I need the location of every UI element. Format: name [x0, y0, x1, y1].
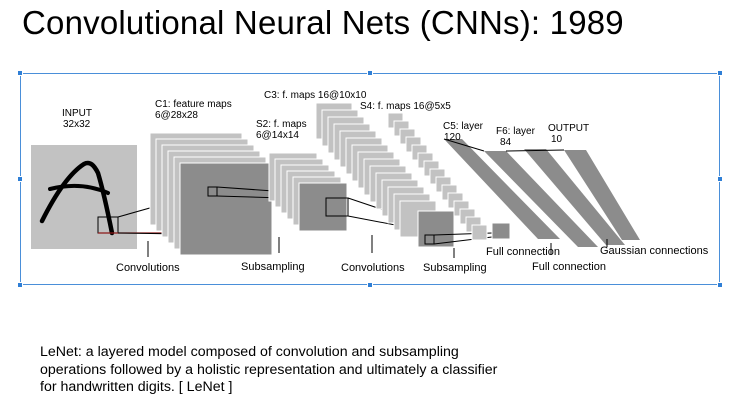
f6-layer-band-2: [524, 149, 625, 245]
output-layer-size: 10: [551, 134, 563, 145]
s2-receptive-field: [325, 197, 349, 217]
input-layer-name: INPUT: [62, 108, 92, 119]
s2-layer-name: S2: f. maps: [256, 119, 307, 130]
c3-receptive-field: [424, 234, 435, 245]
f6-layer-size: 84: [500, 137, 512, 148]
lenet-architecture-diagram: INPUT 32x32 C1: feature maps 6@28x28 S2:…: [31, 90, 709, 274]
resize-handle-bottom-left[interactable]: [17, 282, 23, 288]
c5-layer-band: [444, 139, 560, 239]
selection-border: [20, 73, 720, 285]
op-gaussian-connections: Gaussian connections: [600, 245, 709, 257]
resize-handle-middle-left[interactable]: [17, 176, 23, 182]
op-subsampling-1: Subsampling: [241, 261, 305, 273]
input-layer-size: 32x32: [63, 119, 91, 130]
c1-layer-name: C1: feature maps: [155, 99, 232, 110]
resize-handle-middle-right[interactable]: [717, 176, 723, 182]
slide-caption: LeNet: a layered model composed of convo…: [40, 344, 498, 395]
s2-feature-maps: [268, 152, 348, 232]
op-subsampling-2: Subsampling: [423, 262, 487, 274]
resize-handle-top-right[interactable]: [717, 70, 723, 76]
resize-handle-bottom-right[interactable]: [717, 282, 723, 288]
op-full-connection-1: Full connection: [486, 246, 560, 258]
op-full-connection-2: Full connection: [532, 261, 606, 273]
resize-handle-top-center[interactable]: [367, 70, 373, 76]
s4-layer-name: S4: f. maps 16@5x5: [360, 101, 451, 112]
c3-feature-maps: [315, 102, 455, 248]
op-convolutions-1: Convolutions: [116, 262, 180, 274]
s2-layer-size: 6@14x14: [256, 130, 299, 141]
output-layer-band: [564, 150, 640, 240]
f6-layer-band: [484, 151, 598, 247]
output-layer-name: OUTPUT: [548, 123, 589, 134]
slide-title: Convolutional Neural Nets (CNNs): 1989: [22, 4, 624, 41]
handwritten-a-crossbar: [48, 183, 110, 195]
c5-layer-name: C5: layer: [443, 121, 484, 132]
c5-layer-size: 120: [444, 132, 461, 143]
c1-receptive-field: [207, 186, 218, 197]
lenet-figure-selection[interactable]: INPUT 32x32 C1: feature maps 6@28x28 S2:…: [17, 70, 723, 288]
c3-layer-name: C3: f. maps 16@10x10: [264, 90, 367, 101]
s4-feature-maps: [387, 112, 511, 241]
c1-feature-maps: [149, 132, 273, 256]
resize-handle-bottom-center[interactable]: [367, 282, 373, 288]
c1-layer-size: 6@28x28: [155, 110, 198, 121]
op-convolutions-2: Convolutions: [341, 262, 405, 274]
resize-handle-top-left[interactable]: [17, 70, 23, 76]
c5-top-line: [443, 138, 485, 152]
f6-top-line: [505, 149, 565, 152]
f6-layer-name: F6: layer: [496, 126, 536, 137]
